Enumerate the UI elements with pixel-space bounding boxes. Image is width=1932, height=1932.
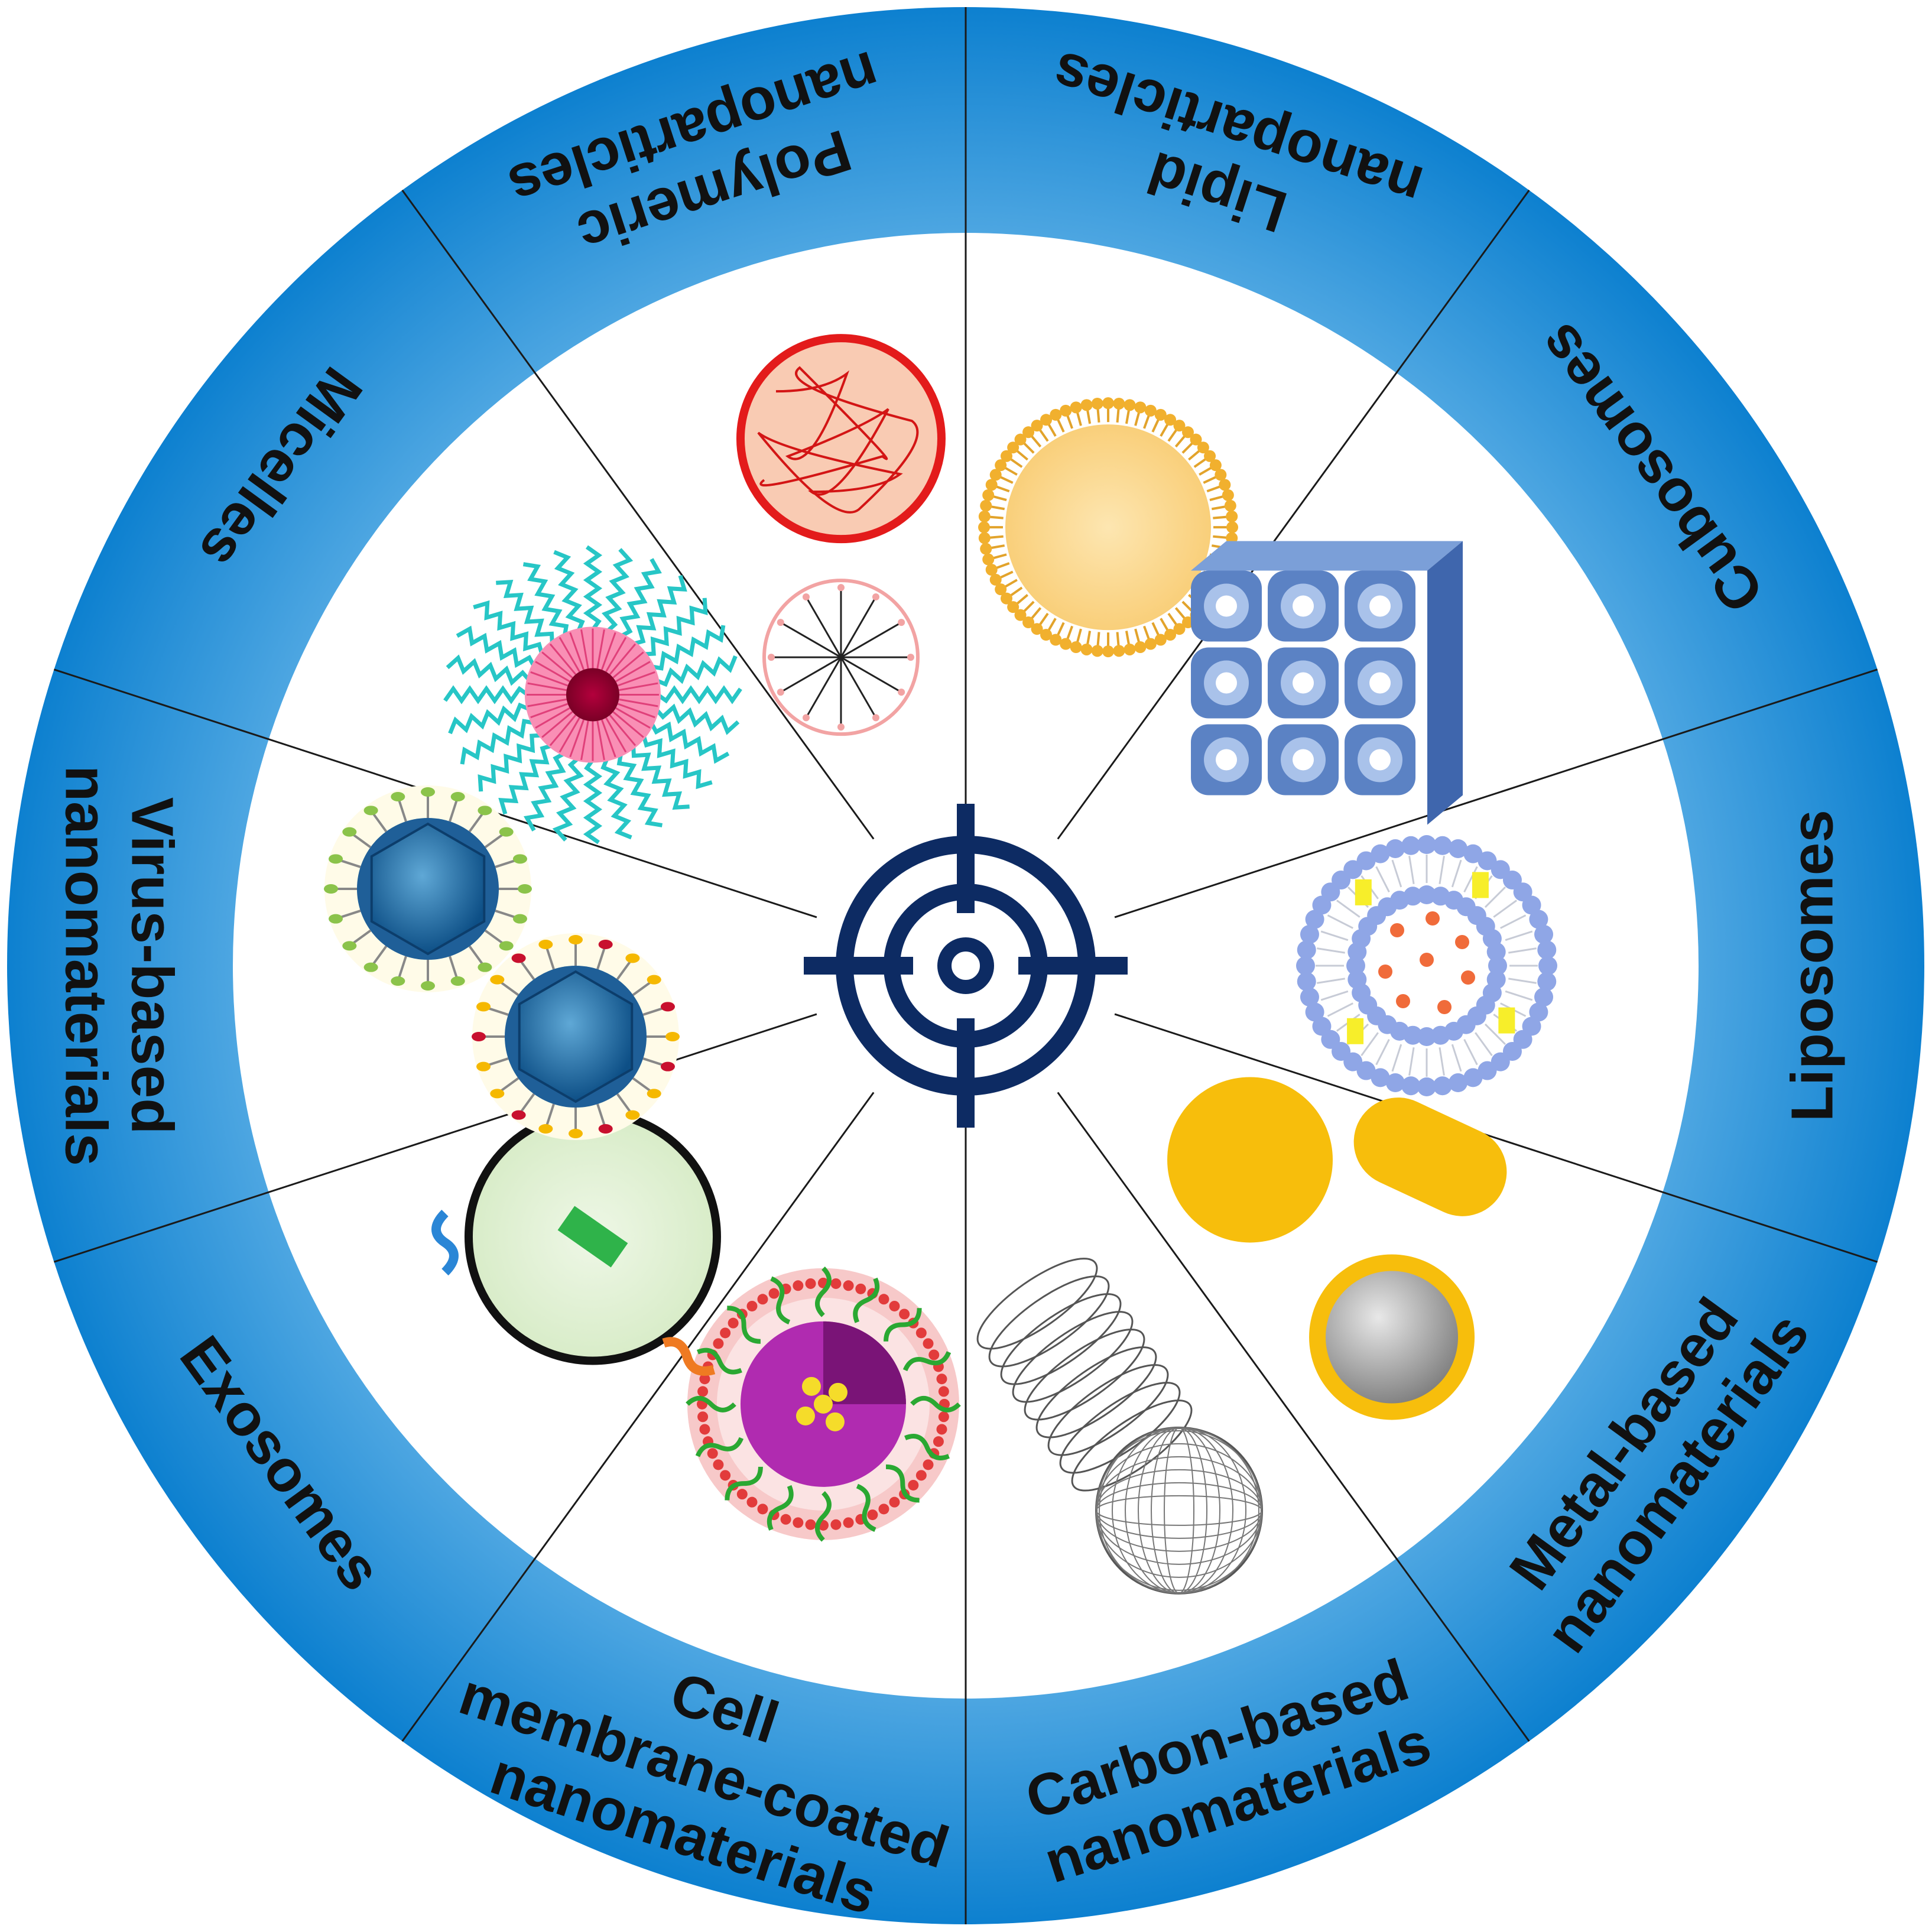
- segment-divider: [1057, 189, 1530, 840]
- virus-based-nanomaterials-label-line: nanomaterials: [53, 765, 119, 1166]
- crosshair-target-icon: [804, 804, 1128, 1128]
- liposomes-label: Liposomes: [1779, 810, 1845, 1122]
- membrane-coated-nanoparticle-icon: [686, 1266, 961, 1542]
- liposome-icon: [1296, 835, 1557, 1096]
- cubosome-icon: [1191, 541, 1463, 825]
- liposomes-label-line: Liposomes: [1779, 810, 1845, 1122]
- segment-divider: [1114, 1013, 1878, 1263]
- segment-dividers: [53, 7, 1878, 1924]
- virus-capsid-icon: [324, 785, 680, 1140]
- segment-divider: [401, 1092, 875, 1742]
- micelle-icon: [443, 545, 742, 845]
- metal-nanoparticle-icon: [1167, 1077, 1507, 1420]
- segment-divider: [1057, 1092, 1530, 1742]
- segment-illustrations: [324, 334, 1557, 1595]
- segment-divider: [53, 1013, 817, 1263]
- polymer-nanoparticle-icon: [736, 334, 946, 736]
- segment-divider: [1114, 668, 1878, 918]
- virus-based-nanomaterials-label-line: Virus-based: [119, 797, 186, 1135]
- carbon-nanotube-fullerene-icon: [976, 1258, 1264, 1595]
- segment-divider: [401, 189, 875, 840]
